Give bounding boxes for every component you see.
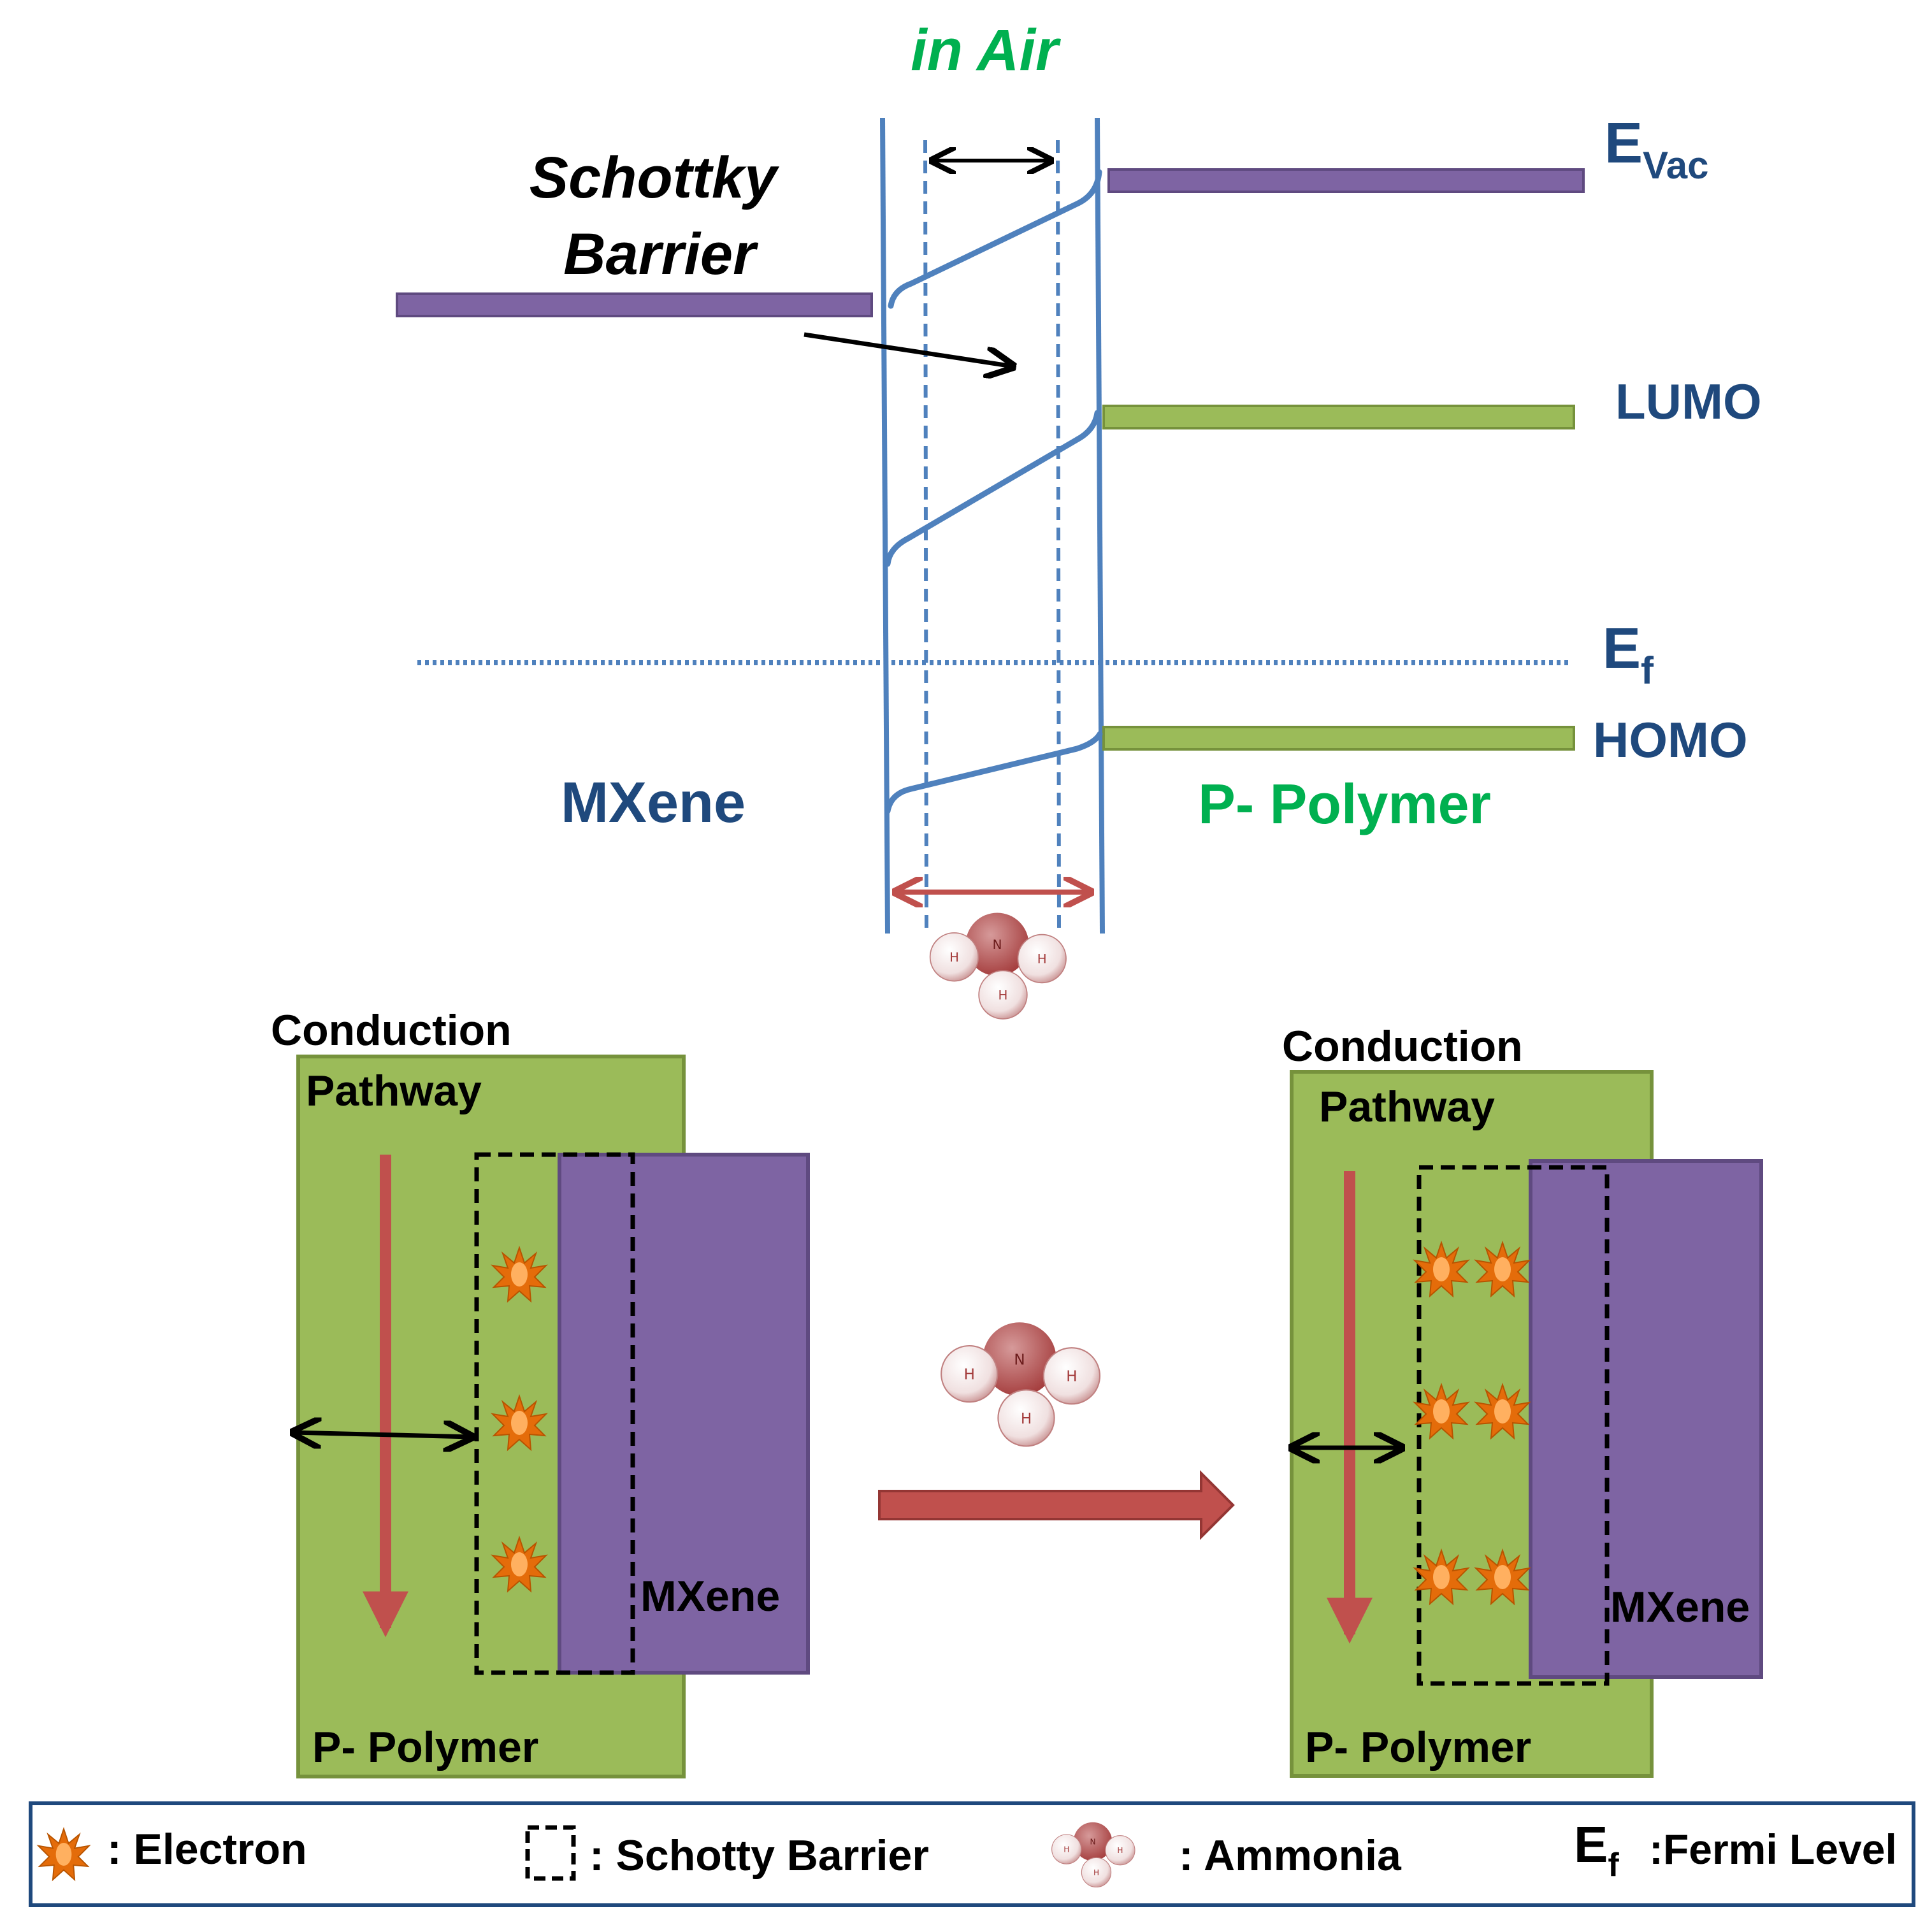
schottky-barrier-box-right bbox=[1417, 1165, 1610, 1686]
polymer-label-left: P- Polymer bbox=[312, 1723, 538, 1771]
lumo-band-bending bbox=[884, 410, 1100, 567]
lumo-label: LUMO bbox=[1615, 373, 1762, 429]
mxene-block-left bbox=[558, 1153, 810, 1675]
interface-dashed-right bbox=[1056, 140, 1061, 934]
ammonia-molecule-middle bbox=[941, 1322, 1101, 1447]
homo-level bbox=[1102, 726, 1575, 751]
lumo-level bbox=[1102, 405, 1575, 429]
title-in-air: in Air bbox=[911, 18, 1061, 83]
ef-label: Ef bbox=[1603, 617, 1654, 692]
ammonia-molecule-top bbox=[929, 912, 1067, 1020]
legend-barrier-icon bbox=[525, 1825, 576, 1881]
homo-band-bending bbox=[884, 731, 1103, 814]
vacuum-band-bending bbox=[888, 169, 1102, 309]
conduction-label-right: Conduction bbox=[1282, 1022, 1523, 1071]
interface-solid-left bbox=[880, 117, 890, 934]
schottky-label-line1: Schottky bbox=[530, 145, 779, 210]
legend: : Electron : Schotty Barrier : Ammonia E… bbox=[29, 1801, 1915, 1907]
interface-solid-right bbox=[1095, 117, 1105, 934]
mxene-block-right bbox=[1529, 1159, 1763, 1679]
legend-ammonia-label: : Ammonia bbox=[1179, 1831, 1402, 1880]
interface-dashed-left bbox=[923, 140, 928, 934]
panel-after: Conduction Pathway MXene P- Polymer bbox=[1282, 1022, 1763, 1778]
evac-label: EVac bbox=[1604, 112, 1708, 187]
legend-fermi-label: :Fermi Level bbox=[1649, 1826, 1897, 1873]
exposure-arrow bbox=[878, 1470, 1235, 1540]
polymer-label-right: P- Polymer bbox=[1305, 1723, 1531, 1771]
barrier-pointer-arrow bbox=[804, 332, 1013, 366]
homo-label: HOMO bbox=[1593, 712, 1748, 768]
legend-box bbox=[29, 1801, 1915, 1907]
mxene-vacuum-level bbox=[396, 292, 873, 317]
mxene-label-right: MXene bbox=[1610, 1583, 1750, 1631]
polymer-band-label: P- Polymer bbox=[1198, 772, 1491, 835]
depletion-width-arrow-left bbox=[293, 1432, 472, 1437]
polymer-vacuum-level bbox=[1107, 168, 1585, 193]
legend-electron-label: : Electron bbox=[107, 1825, 307, 1873]
panel-before: Conduction Pathway MXene P- Polymer bbox=[271, 1006, 810, 1778]
legend-ef-symbol: Ef bbox=[1574, 1816, 1619, 1884]
schottky-barrier-box-left bbox=[474, 1152, 635, 1675]
schottky-label-line2: Barrier bbox=[563, 222, 758, 287]
mxene-band-label: MXene bbox=[561, 771, 746, 835]
mxene-label-left: MXene bbox=[640, 1572, 780, 1620]
legend-barrier-label: : Schotty Barrier bbox=[589, 1831, 929, 1880]
pathway-label-left: Pathway bbox=[306, 1067, 482, 1115]
pathway-label-right: Pathway bbox=[1319, 1083, 1495, 1131]
conduction-label-left: Conduction bbox=[271, 1006, 512, 1055]
